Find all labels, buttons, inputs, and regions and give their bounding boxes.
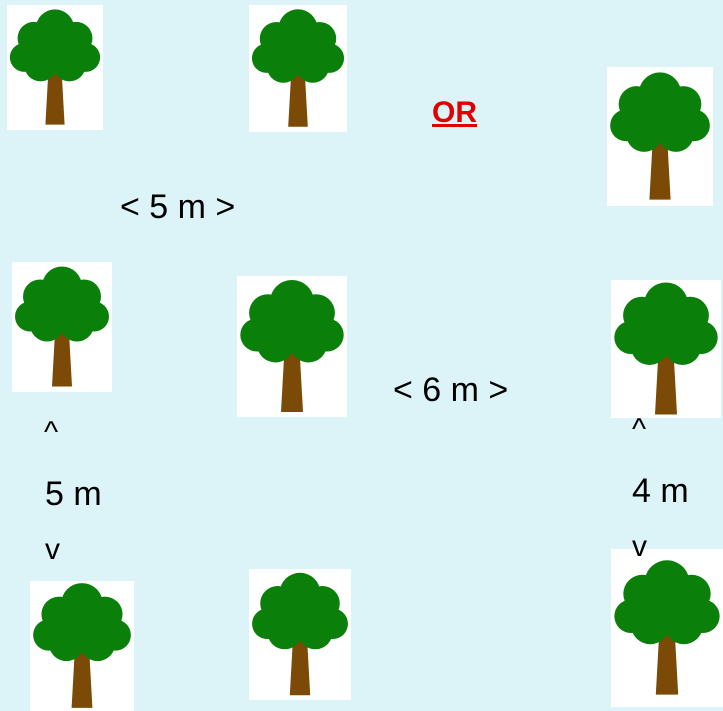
right-horizontal-spacing-label: < 6 m >	[393, 371, 509, 409]
or-label: OR	[432, 96, 477, 129]
tree-icon	[12, 262, 112, 392]
tree-icon	[30, 581, 134, 711]
tree-icon	[237, 276, 347, 417]
left-horizontal-spacing-label: < 5 m >	[120, 188, 236, 226]
left-vertical-arrow-up: ^	[44, 416, 59, 449]
tree-icon	[611, 549, 723, 707]
tree-icon	[7, 5, 103, 130]
right-vertical-arrow-up: ^	[632, 413, 647, 446]
tree-icon	[611, 280, 721, 418]
right-vertical-spacing-label: 4 m	[632, 472, 689, 510]
tree-icon	[249, 5, 347, 132]
left-vertical-arrow-down: v	[45, 533, 60, 566]
left-vertical-spacing-label: 5 m	[45, 475, 102, 513]
tree-icon	[607, 67, 713, 206]
tree-icon	[249, 569, 351, 700]
right-vertical-arrow-down: v	[632, 530, 647, 563]
